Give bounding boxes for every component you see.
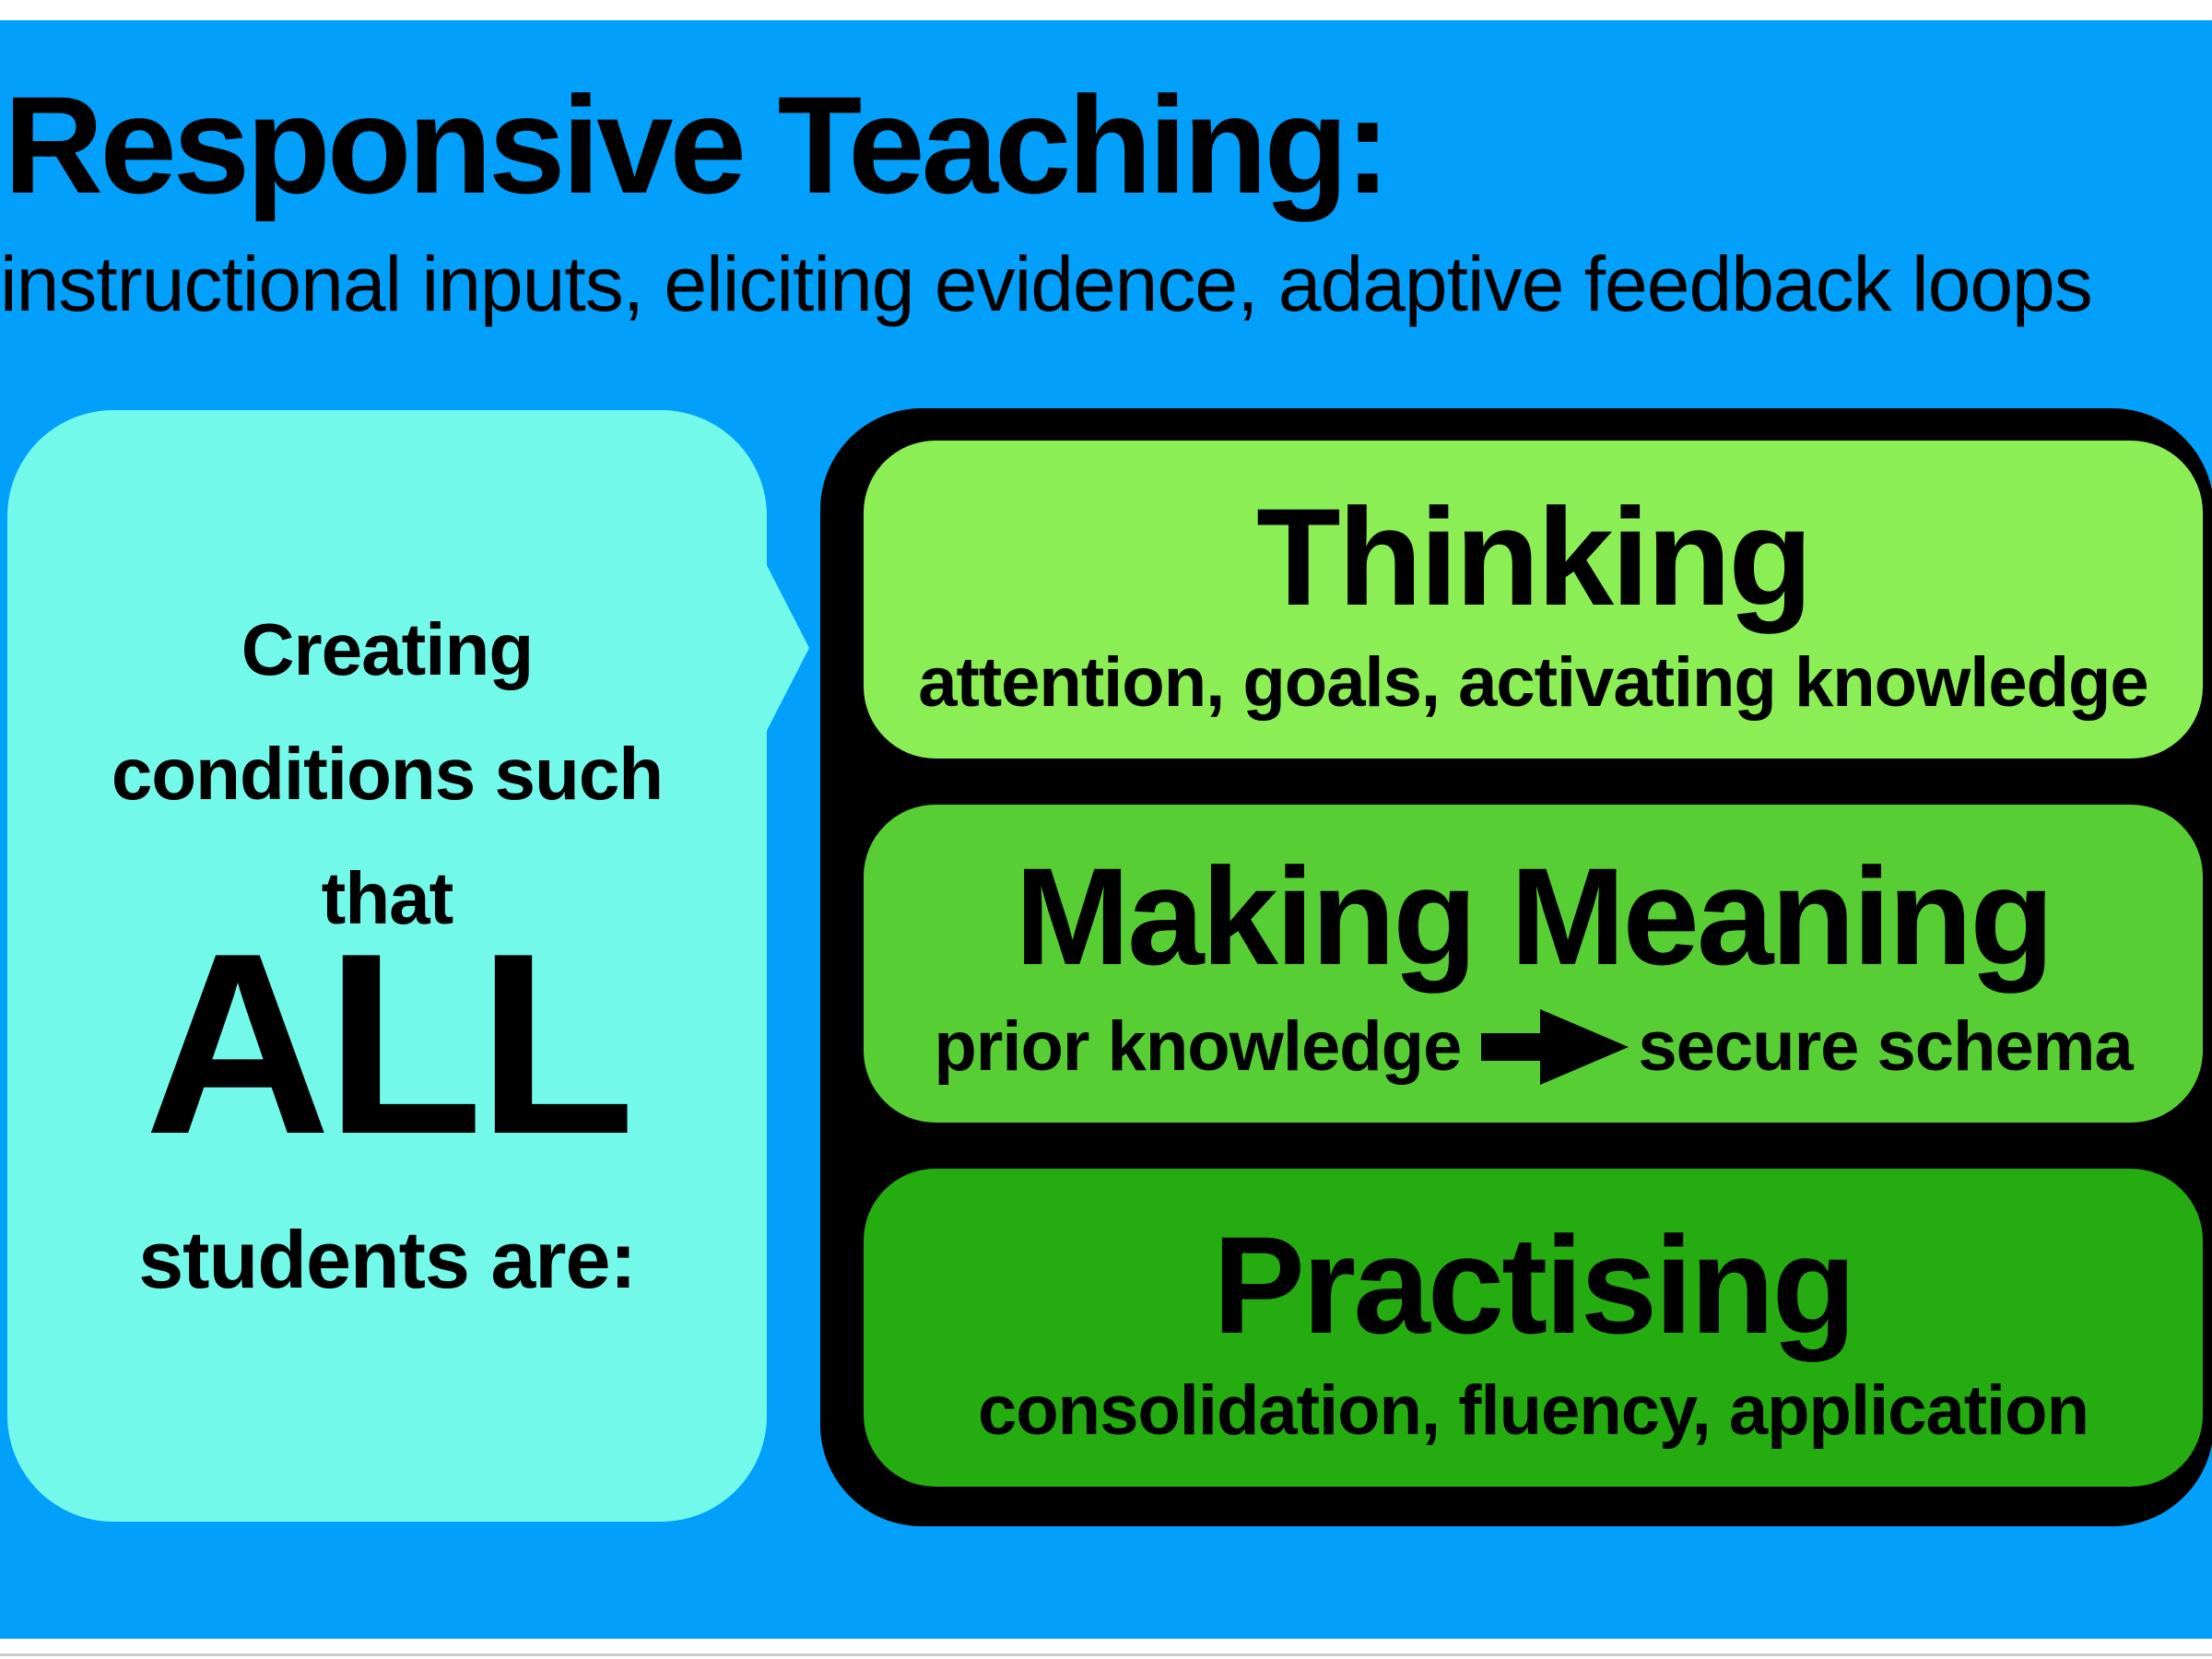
stages-panel: Thinking attention, goals, activating kn… xyxy=(820,408,2212,1526)
speech-bubble-tail-icon xyxy=(756,544,809,752)
stage-making-meaning-card: Making Meaning prior knowledge secure sc… xyxy=(864,805,2203,1123)
bubble-intro-line: that xyxy=(321,857,454,939)
stage-making-meaning-subtitle: prior knowledge secure schema xyxy=(934,1006,2134,1087)
bottom-frame-hairline xyxy=(0,1653,2212,1656)
stage-thinking-subtitle: attention, goals, activating knowledge xyxy=(918,642,2148,722)
page-subtitle: instructional inputs, eliciting evidence… xyxy=(0,241,2093,327)
stage-thinking-card: Thinking attention, goals, activating kn… xyxy=(864,441,2203,759)
speech-bubble: Creating conditions such that ALL studen… xyxy=(7,410,767,1522)
bubble-intro-line: conditions such xyxy=(111,733,664,815)
stage-practising-subtitle: consolidation, fluency, application xyxy=(977,1371,2089,1450)
top-frame-strip xyxy=(0,0,2212,20)
prior-knowledge-label: prior knowledge xyxy=(934,1006,1462,1086)
secure-schema-label: secure schema xyxy=(1638,1006,2133,1086)
stage-thinking-heading: Thinking xyxy=(1256,478,1813,634)
right-arrow-icon xyxy=(1481,1008,1630,1085)
slide-background: Responsive Teaching: instructional input… xyxy=(0,20,2212,1639)
bubble-intro-line: Creating xyxy=(241,608,535,690)
bubble-emphasis-text: ALL xyxy=(144,900,635,1188)
stage-practising-heading: Practising xyxy=(1212,1206,1856,1362)
bubble-intro-text: Creating conditions such that xyxy=(7,587,767,960)
bubble-closing-text: students are: xyxy=(138,1214,637,1305)
stage-making-meaning-heading: Making Meaning xyxy=(1015,838,2054,994)
stage-practising-card: Practising consolidation, fluency, appli… xyxy=(864,1169,2203,1487)
page-title: Responsive Teaching: xyxy=(4,67,1391,222)
